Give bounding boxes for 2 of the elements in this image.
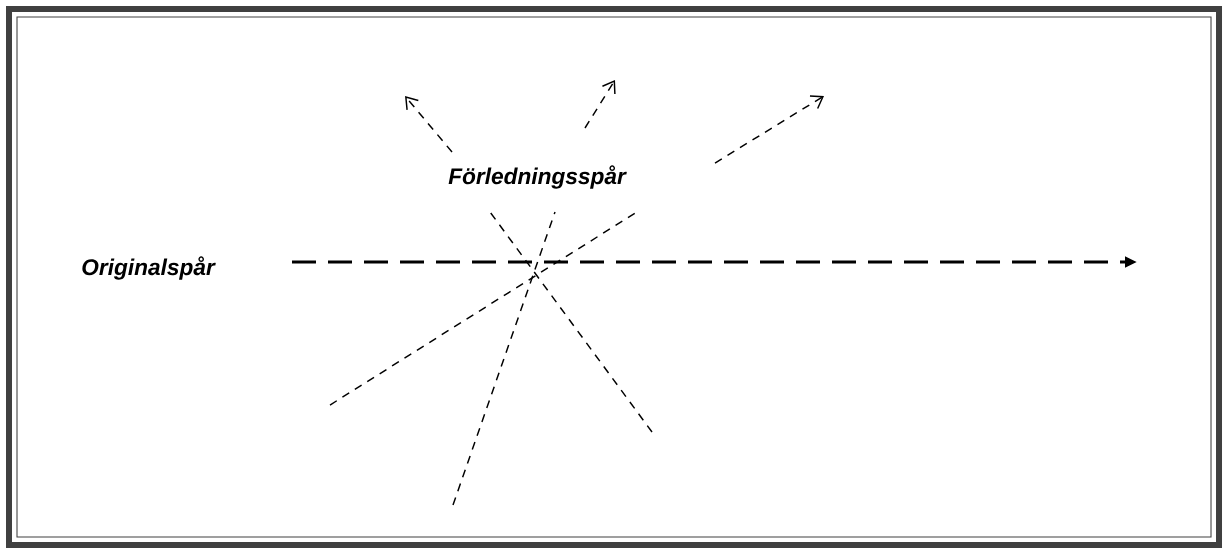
track-label: Originalspår — [82, 256, 216, 280]
track-label: Förledningsspår — [448, 165, 627, 189]
